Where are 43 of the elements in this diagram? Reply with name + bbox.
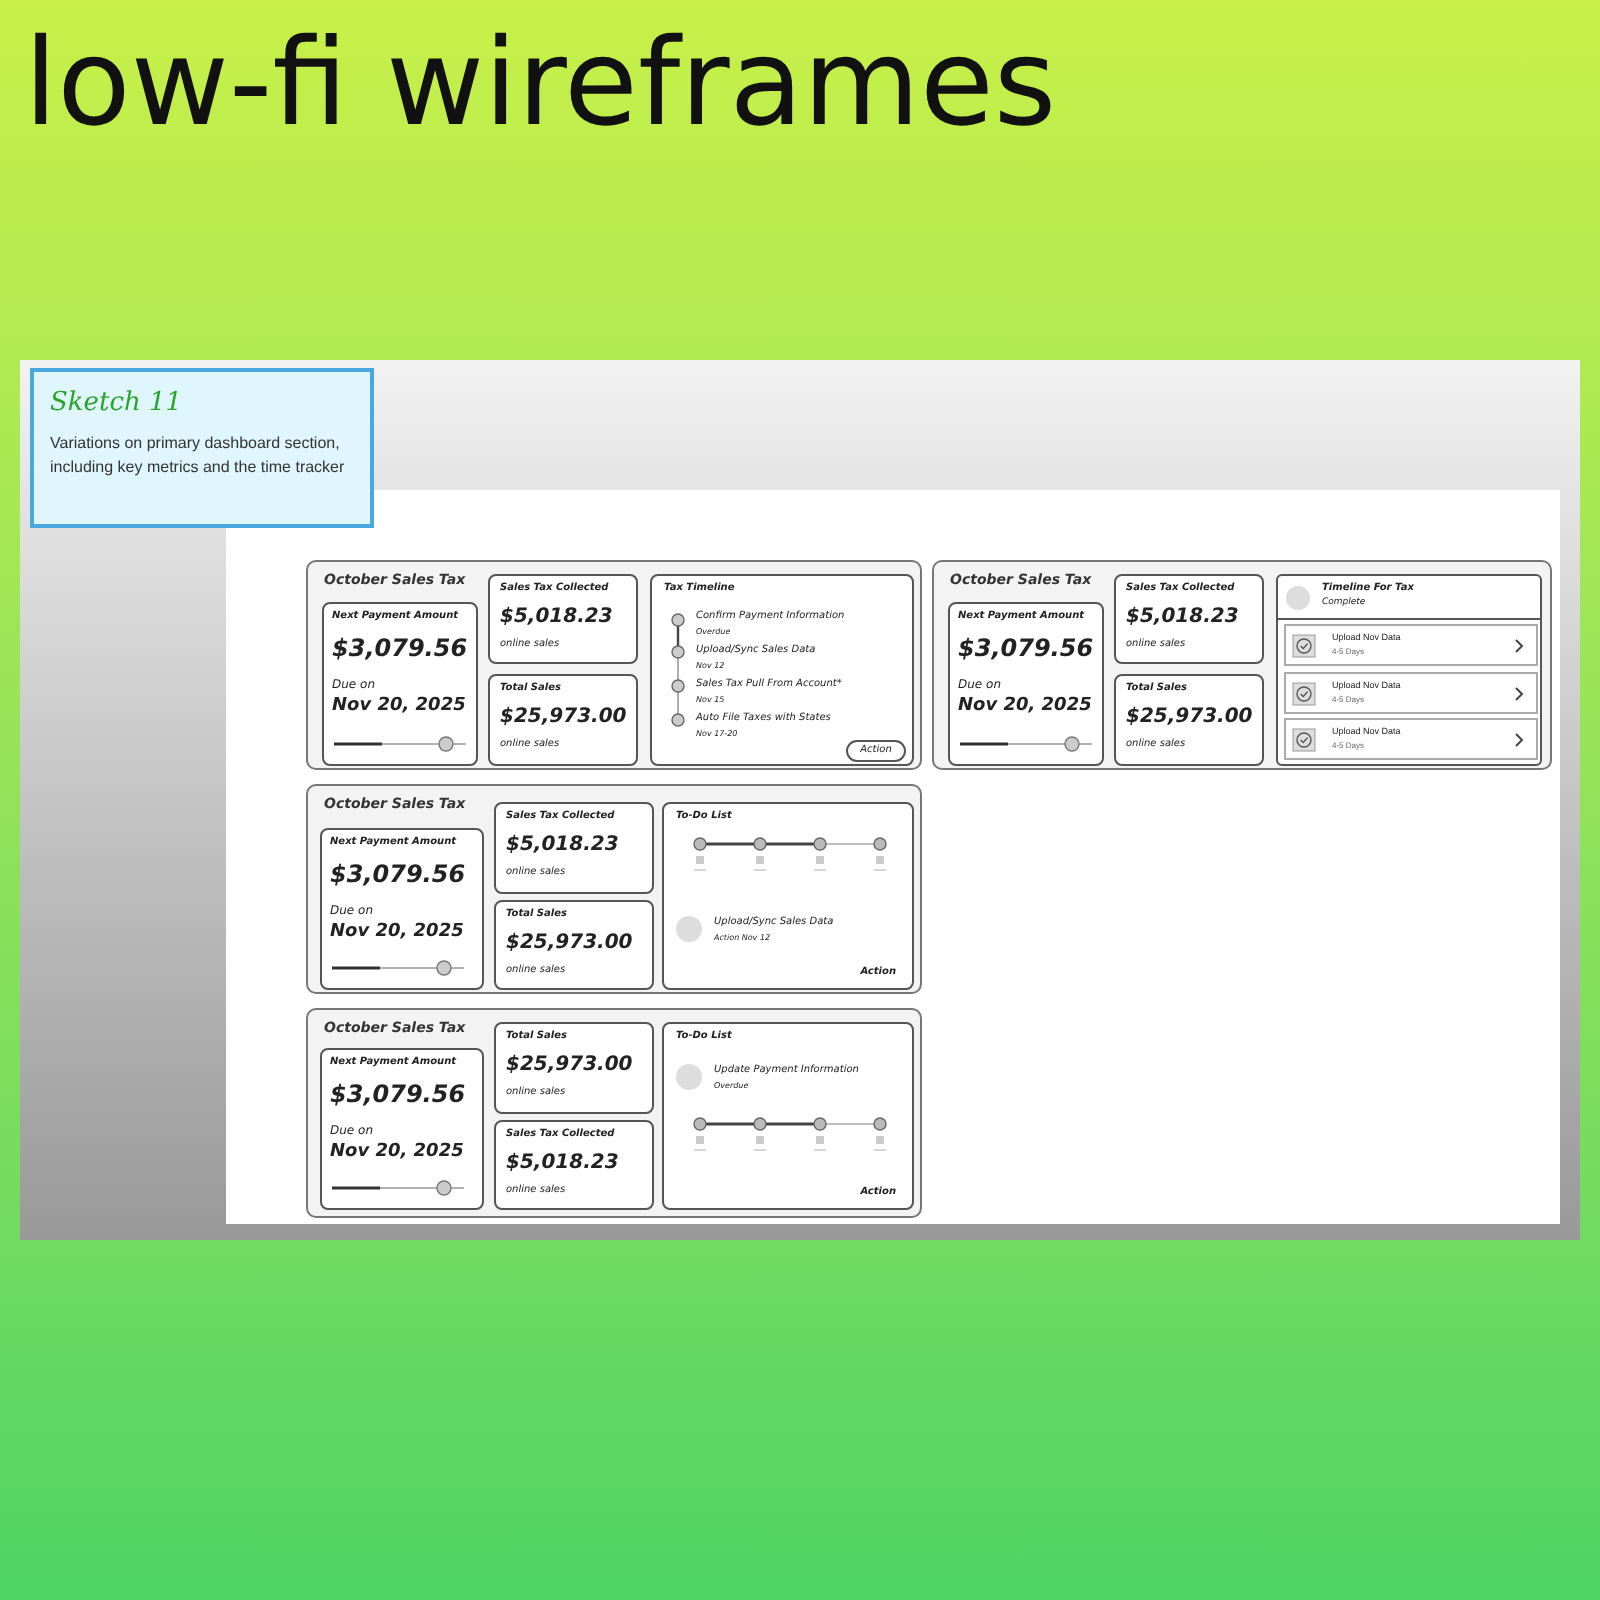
payment-amount: $3,079.56 — [958, 633, 1094, 663]
metric-value: $5,018.23 — [506, 1151, 621, 1176]
timeline-panel — [650, 574, 914, 766]
metric-value: $5,018.23 — [506, 833, 621, 858]
due-date: Nov 20, 2025 — [330, 919, 466, 945]
dashboard-card — [932, 560, 1552, 770]
todo-panel — [662, 1022, 914, 1210]
task-row — [1284, 624, 1538, 666]
metric-value: $25,973.00 — [506, 931, 635, 956]
dashboard-card — [306, 560, 922, 770]
metric-card — [1114, 674, 1264, 766]
dashboard-card — [306, 784, 922, 994]
page-title: low-fi wireframes — [24, 12, 1057, 158]
payment-card — [320, 1048, 484, 1210]
timeline-panel — [1276, 574, 1542, 766]
metric-card — [494, 802, 654, 894]
task-row — [1284, 672, 1538, 714]
metric-value: $5,018.23 — [1126, 605, 1241, 630]
dashboard-card — [306, 1008, 922, 1218]
sketch-note-card — [30, 368, 374, 528]
due-date: Nov 20, 2025 — [330, 1139, 466, 1165]
metric-card — [494, 900, 654, 990]
payment-card — [320, 828, 484, 990]
metric-card — [494, 1120, 654, 1210]
metric-value: $25,973.00 — [1126, 705, 1252, 730]
payment-amount: $3,079.56 — [330, 859, 468, 889]
metric-card — [494, 1022, 654, 1114]
payment-amount: $3,079.56 — [330, 1079, 468, 1109]
sketch-description: Variations on primary dashboard section, including key metrics and the time tracker — [50, 432, 347, 481]
payment-card — [948, 602, 1104, 766]
metric-value: $25,973.00 — [500, 705, 626, 730]
task-row — [1284, 718, 1538, 760]
due-date: Nov 20, 2025 — [332, 693, 468, 719]
payment-card — [322, 602, 478, 766]
metric-card — [1114, 574, 1264, 664]
payment-amount: $3,079.56 — [332, 633, 468, 663]
metric-value: $5,018.23 — [500, 605, 615, 630]
metric-value: $25,973.00 — [506, 1053, 635, 1078]
todo-panel — [662, 802, 914, 990]
metric-card — [488, 674, 638, 766]
sketch-title: Sketch 11 — [50, 388, 185, 421]
due-date: Nov 20, 2025 — [958, 693, 1094, 719]
metric-card — [488, 574, 638, 664]
